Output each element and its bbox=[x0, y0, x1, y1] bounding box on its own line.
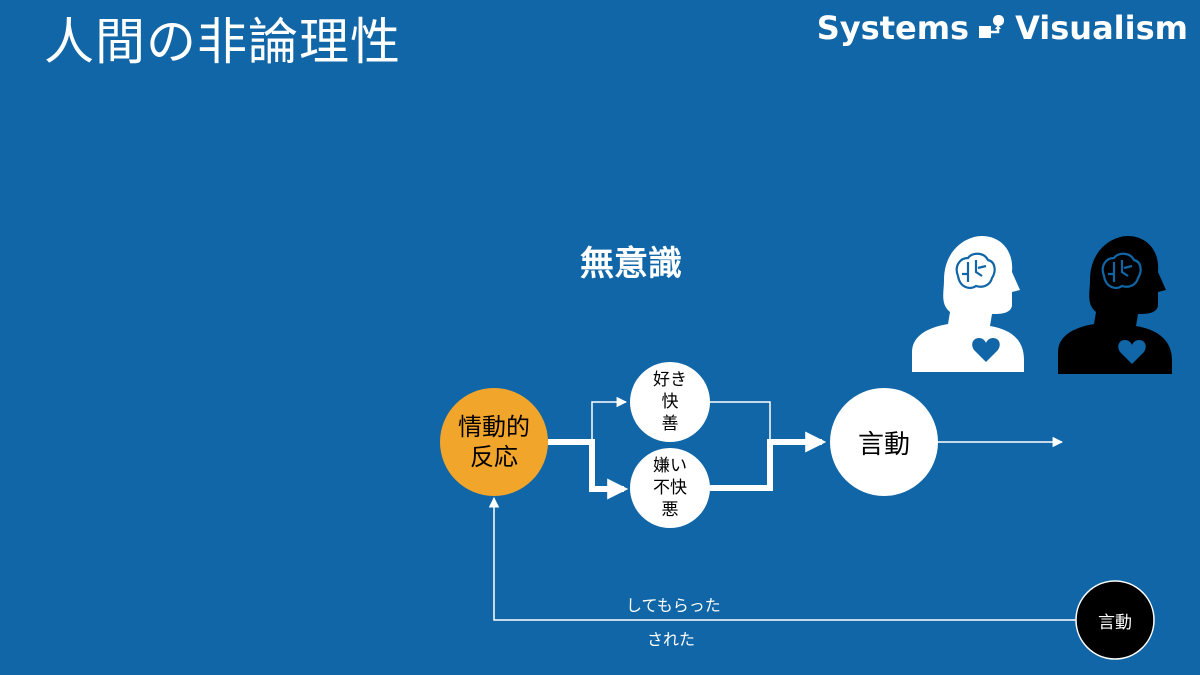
arrow-like-to-action bbox=[710, 401, 771, 442]
person-dark-icon bbox=[1058, 236, 1172, 374]
like-line-1: 好き bbox=[653, 370, 687, 390]
dislike-line-1: 嫌い bbox=[653, 456, 687, 476]
like-line-2: 快 bbox=[661, 392, 679, 412]
brand-word-systems: Systems bbox=[816, 9, 970, 47]
other-action-label: 言動 bbox=[1098, 612, 1132, 633]
other-action-node: 言動 bbox=[1076, 581, 1154, 659]
systems-visualism-logo-icon bbox=[979, 15, 1005, 38]
dislike-line-2: 不快 bbox=[653, 478, 687, 498]
emotion-node-circle bbox=[440, 388, 548, 496]
other-action-node-circle bbox=[1075, 580, 1155, 660]
brand-logo-wordmark: Systems Visualism bbox=[817, 8, 1188, 48]
like-node-circle bbox=[630, 362, 710, 442]
heart-icon bbox=[972, 338, 1000, 362]
feedback-label-done-to: された bbox=[647, 630, 696, 649]
like-node: 好き 快 善 bbox=[630, 362, 710, 442]
action-node: 言動 bbox=[830, 388, 938, 496]
action-node-circle bbox=[830, 388, 938, 496]
arrow-feedback-loop bbox=[488, 496, 1076, 621]
dislike-node-circle bbox=[630, 448, 710, 528]
page-title: 人間の非論理性 bbox=[44, 13, 401, 71]
heart-icon bbox=[1118, 340, 1146, 364]
brand-word-visualism: Visualism bbox=[1015, 9, 1188, 47]
emotion-line-1: 情動的 bbox=[458, 413, 530, 441]
person-light-icon bbox=[912, 236, 1024, 372]
arrow-emotion-to-dislike bbox=[548, 439, 629, 500]
like-line-3: 善 bbox=[661, 414, 679, 434]
unconscious-heading: 無意識 bbox=[580, 244, 682, 284]
dislike-node: 嫌い 不快 悪 bbox=[630, 448, 710, 528]
emotion-line-2: 反応 bbox=[470, 443, 518, 471]
brain-icon bbox=[1101, 252, 1142, 289]
brain-icon bbox=[955, 252, 996, 289]
arrow-emotion-to-like bbox=[548, 396, 628, 443]
dislike-line-3: 悪 bbox=[661, 500, 679, 520]
emotion-node: 情動的 反応 bbox=[440, 388, 548, 496]
action-label: 言動 bbox=[857, 429, 910, 460]
arrow-dislike-to-action bbox=[710, 431, 827, 491]
feedback-label-received: してもらった bbox=[626, 596, 721, 615]
